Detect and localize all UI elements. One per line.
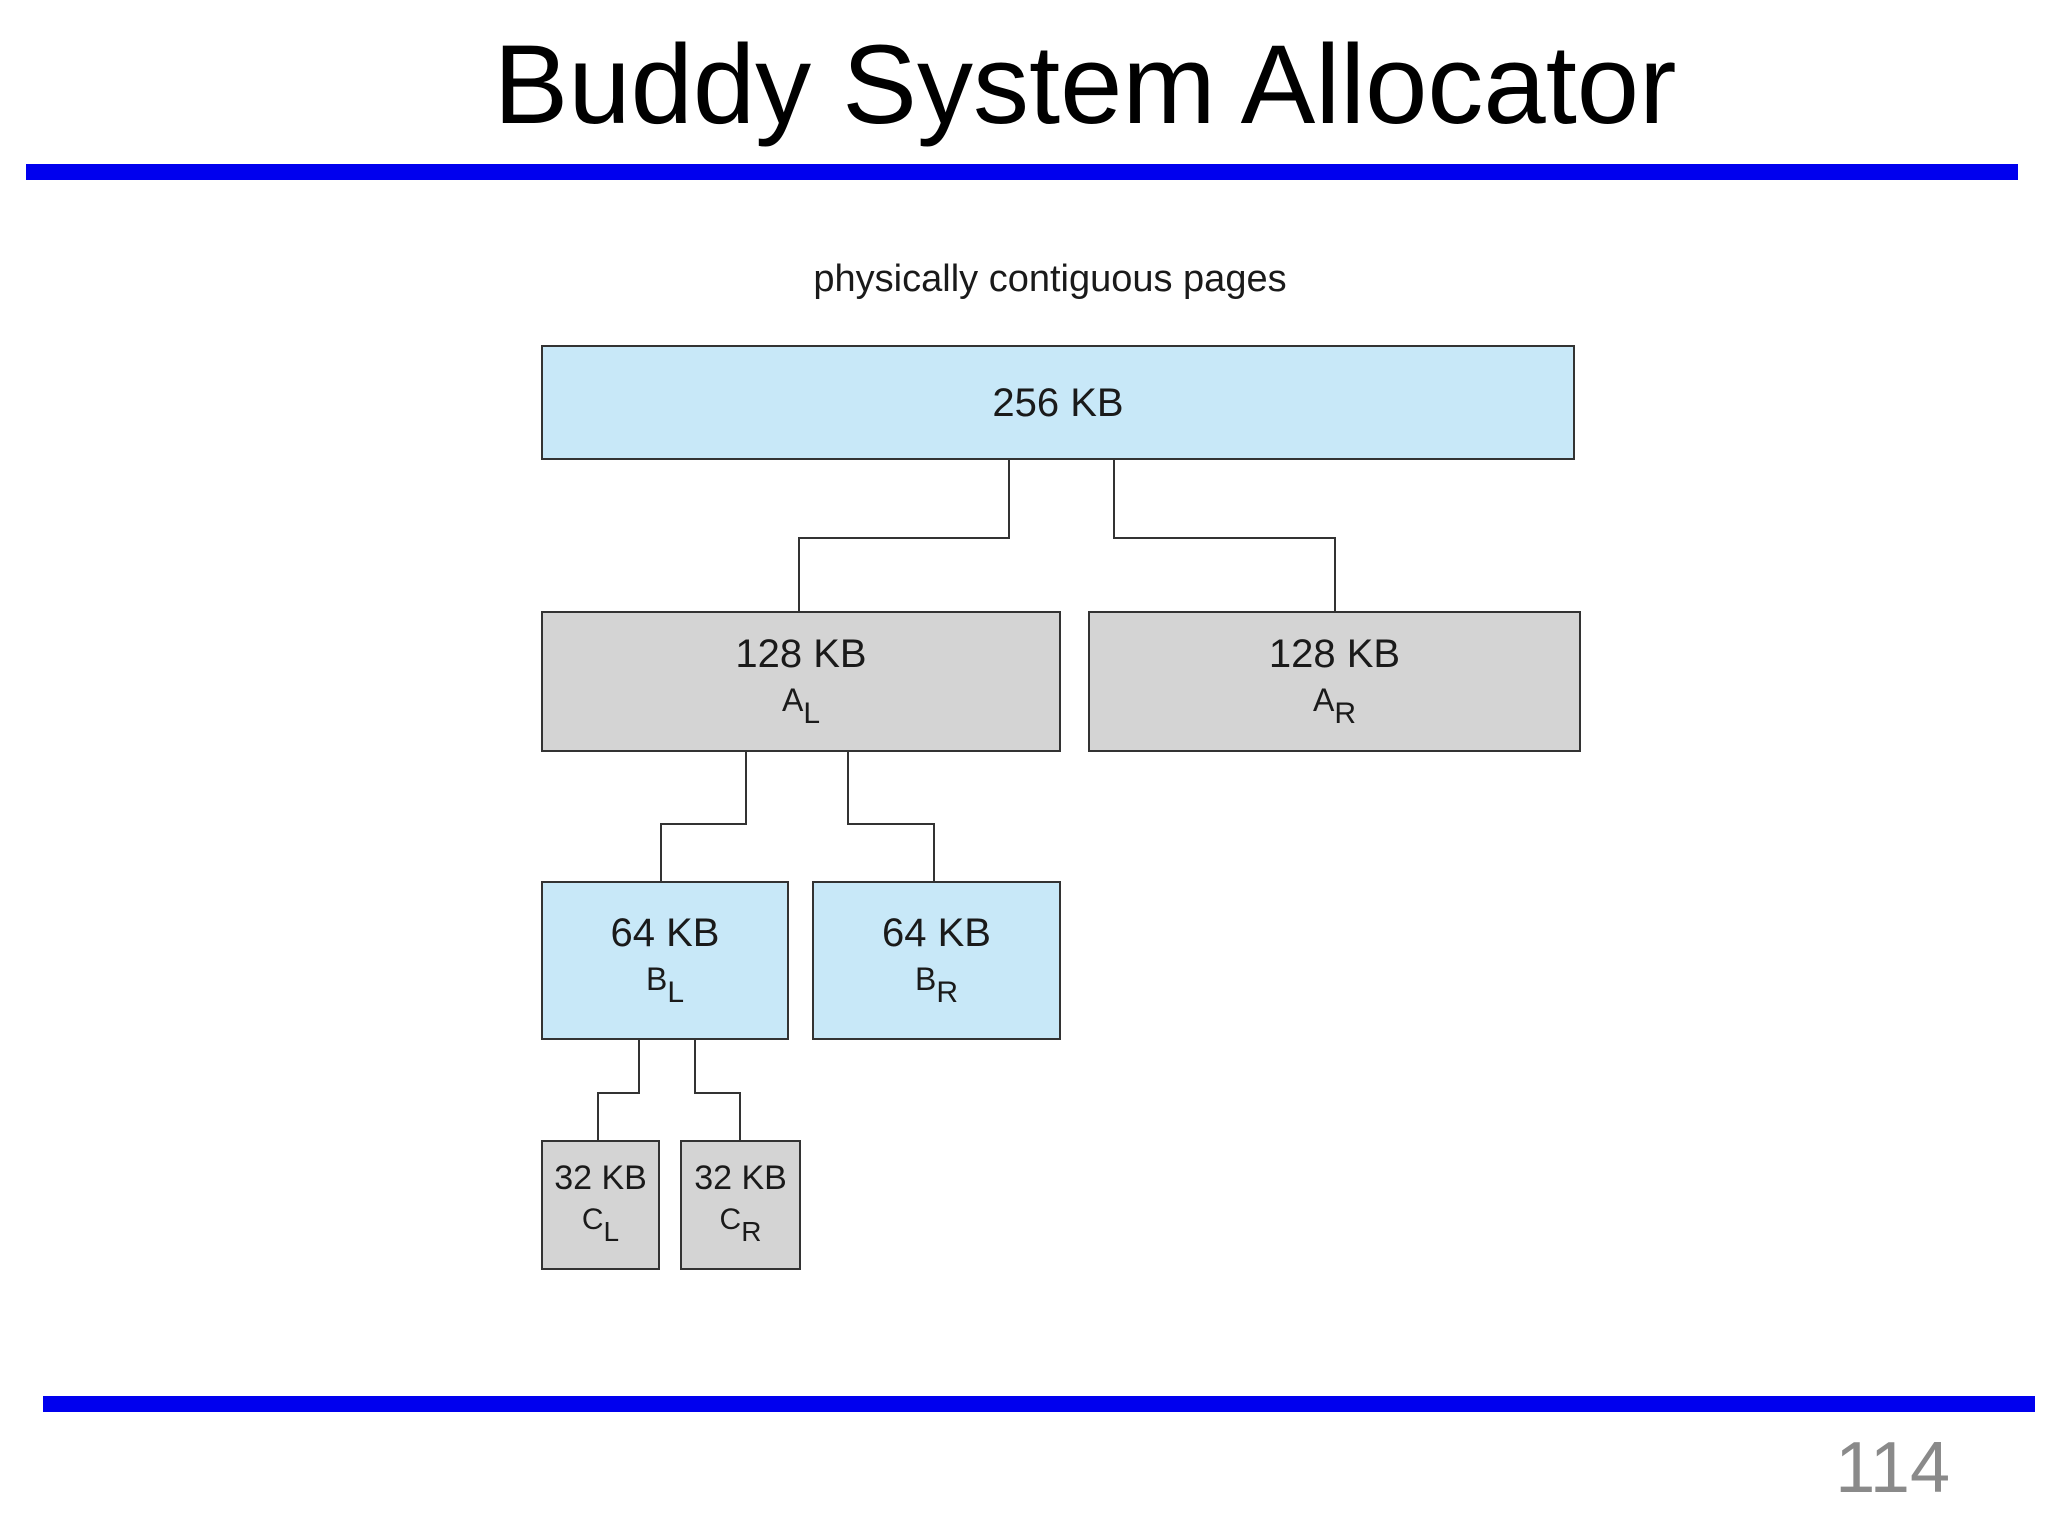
connector-root-to-a-left	[798, 458, 1010, 612]
block-label: CR	[719, 1203, 762, 1247]
bottom-divider	[43, 1396, 2035, 1412]
block-size: 64 KB	[610, 910, 720, 955]
block-size: 128 KB	[735, 631, 867, 676]
connector-a-left-to-b-left	[660, 750, 747, 882]
page-number: 114	[1835, 1428, 1950, 1508]
block-size: 128 KB	[1268, 631, 1401, 676]
block-label: AL	[781, 681, 821, 730]
block-b-right: 64 KB BR	[812, 881, 1061, 1040]
connector-root-to-a-right	[1113, 458, 1336, 612]
block-size: 64 KB	[882, 910, 991, 955]
block-c-right: 32 KB CR	[680, 1140, 801, 1270]
block-size: 32 KB	[694, 1159, 787, 1197]
block-a-left: 128 KB AL	[541, 611, 1061, 752]
connector-b-left-to-c-right	[694, 1038, 741, 1141]
slide-title: Buddy System Allocator	[493, 22, 1677, 147]
block-a-right: 128 KB AR	[1088, 611, 1581, 752]
block-label: AR	[1312, 681, 1356, 730]
block-b-left: 64 KB BL	[541, 881, 789, 1040]
top-divider	[26, 164, 2018, 180]
diagram-caption: physically contiguous pages	[813, 258, 1287, 300]
connector-a-left-to-b-right	[847, 750, 935, 882]
block-label: CL	[581, 1203, 620, 1247]
connector-b-left-to-c-left	[597, 1038, 640, 1141]
block-label: BL	[645, 960, 685, 1009]
block-label: BR	[914, 960, 958, 1009]
block-c-left: 32 KB CL	[541, 1140, 660, 1270]
block-size: 256 KB	[992, 380, 1124, 425]
block-256kb: 256 KB	[541, 345, 1575, 460]
block-size: 32 KB	[554, 1159, 647, 1197]
